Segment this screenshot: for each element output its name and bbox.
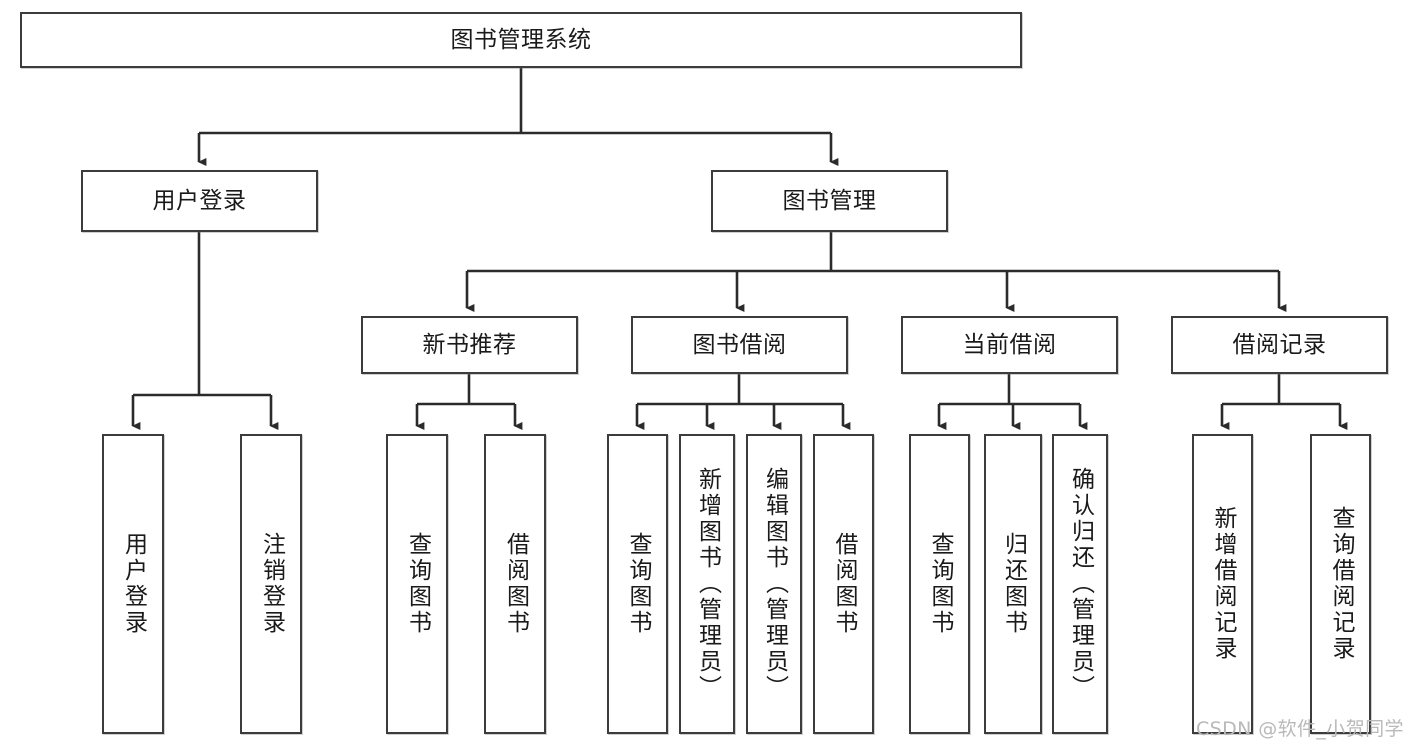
node-leaf-logout-label: 注销登录 [258, 532, 285, 636]
node-leaf-confirm-return-label: 确认归还（管理员） [1067, 467, 1094, 701]
node-leaf-query-book-c-label: 查询图书 [927, 532, 953, 636]
node-leaf-edit-book-label: 编辑图书（管理员） [761, 467, 788, 701]
node-new-book-rec-label: 新书推荐 [422, 331, 517, 358]
node-book-borrow-label: 图书借阅 [692, 331, 787, 358]
node-leaf-user-login[interactable]: 用户登录 [102, 434, 164, 734]
node-book-borrow[interactable]: 图书借阅 [631, 316, 848, 374]
node-leaf-add-book-label: 新增图书（管理员） [694, 467, 721, 701]
node-leaf-add-record-label: 新增借阅记录 [1210, 506, 1236, 662]
node-leaf-query-book-rec-label: 查询图书 [404, 532, 431, 636]
node-book-manage-label: 图书管理 [782, 187, 877, 214]
node-leaf-user-login-label: 用户登录 [120, 532, 147, 636]
watermark-text: CSDN @软件_小贺同学 [1196, 718, 1404, 740]
node-leaf-query-record[interactable]: 查询借阅记录 [1310, 434, 1371, 734]
node-user-login[interactable]: 用户登录 [81, 170, 318, 232]
node-leaf-logout[interactable]: 注销登录 [240, 434, 302, 734]
node-root-label: 图书管理系统 [450, 26, 592, 53]
node-borrow-record[interactable]: 借阅记录 [1171, 316, 1388, 374]
node-leaf-return-book[interactable]: 归还图书 [984, 434, 1042, 734]
node-root[interactable]: 图书管理系统 [20, 12, 1022, 68]
node-leaf-add-book[interactable]: 新增图书（管理员） [679, 434, 735, 734]
node-leaf-borrow-book-rec[interactable]: 借阅图书 [484, 434, 546, 734]
node-borrow-record-label: 借阅记录 [1232, 331, 1327, 358]
node-leaf-borrow-book-b-label: 借阅图书 [831, 532, 857, 636]
node-leaf-confirm-return[interactable]: 确认归还（管理员） [1052, 434, 1108, 734]
node-leaf-borrow-book-rec-label: 借阅图书 [502, 532, 529, 636]
node-current-borrow[interactable]: 当前借阅 [901, 316, 1118, 374]
node-user-login-label: 用户登录 [152, 187, 247, 214]
node-leaf-add-record[interactable]: 新增借阅记录 [1192, 434, 1253, 734]
node-leaf-query-book-c[interactable]: 查询图书 [909, 434, 970, 734]
node-leaf-return-book-label: 归还图书 [1000, 532, 1027, 636]
node-leaf-query-book-b[interactable]: 查询图书 [607, 434, 668, 734]
node-book-manage[interactable]: 图书管理 [711, 170, 948, 232]
node-leaf-edit-book[interactable]: 编辑图书（管理员） [746, 434, 802, 734]
node-leaf-borrow-book-b[interactable]: 借阅图书 [813, 434, 874, 734]
node-current-borrow-label: 当前借阅 [962, 331, 1057, 358]
node-new-book-rec[interactable]: 新书推荐 [361, 316, 578, 374]
node-leaf-query-book-b-label: 查询图书 [625, 532, 651, 636]
node-leaf-query-book-rec[interactable]: 查询图书 [386, 434, 448, 734]
node-leaf-query-record-label: 查询借阅记录 [1328, 506, 1354, 662]
